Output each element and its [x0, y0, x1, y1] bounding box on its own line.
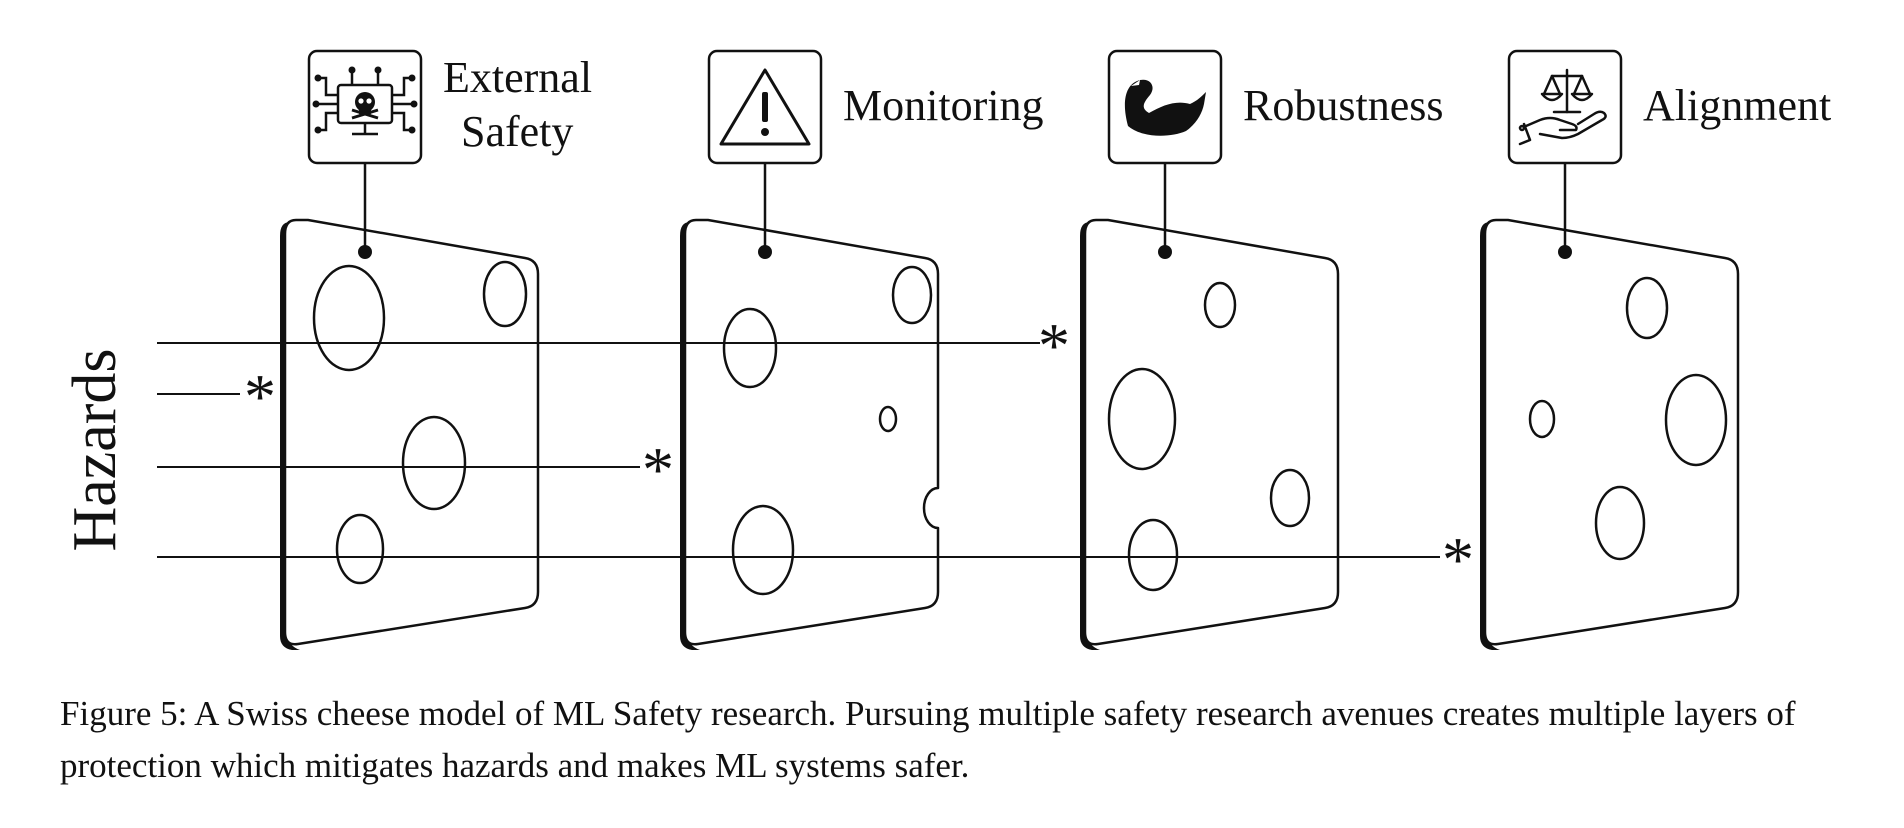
hazard-rays: * * * * [157, 310, 1474, 595]
hazards-label: Hazards [61, 348, 129, 551]
hazard-marker-1: * [1038, 310, 1070, 381]
layer-monitoring [680, 163, 940, 650]
layer-external-safety [280, 163, 540, 650]
hazard-marker-3: * [642, 434, 674, 505]
layer-label-robustness: Robustness [1243, 81, 1443, 130]
hazard-marker-4: * [1442, 524, 1474, 595]
warning-triangle-icon [707, 49, 823, 165]
layer-label-alignment: Alignment [1643, 81, 1831, 130]
black-swan-icon [1107, 49, 1223, 165]
layer-label-safety: Safety [461, 107, 573, 156]
scales-hand-icon [1507, 49, 1623, 165]
skull-circuit-icon [307, 49, 423, 165]
layer-label-external: External [443, 53, 592, 102]
hazard-marker-2: * [244, 361, 276, 432]
layer-alignment [1480, 163, 1740, 650]
layer-label-monitoring: Monitoring [843, 81, 1043, 130]
figure-caption: Figure 5: A Swiss cheese model of ML Saf… [60, 694, 1796, 785]
swiss-cheese-diagram: Hazards [61, 49, 1831, 650]
layer-robustness [1080, 163, 1340, 650]
